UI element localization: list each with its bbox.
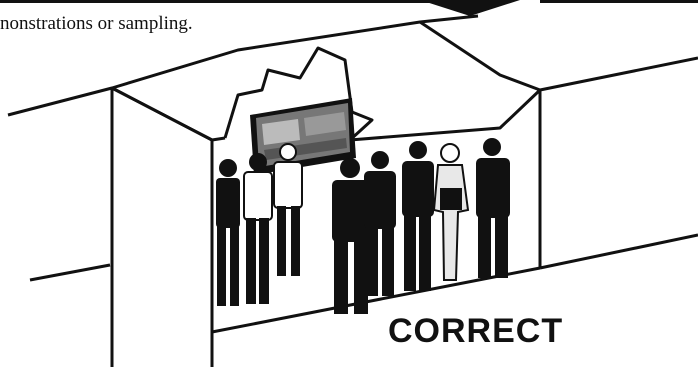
people-group [216,138,510,314]
caption-text: nonstrations or sampling. [0,14,193,35]
verdict-label: CORRECT [388,312,563,351]
person-silhouette-icon [364,151,396,296]
person-silhouette-icon [402,141,434,291]
person-silhouette-icon [244,153,272,304]
person-silhouette-icon [216,159,240,306]
person-silhouette-icon [274,144,302,276]
person-silhouette-icon [476,138,510,278]
person-silhouette-icon [434,144,468,280]
